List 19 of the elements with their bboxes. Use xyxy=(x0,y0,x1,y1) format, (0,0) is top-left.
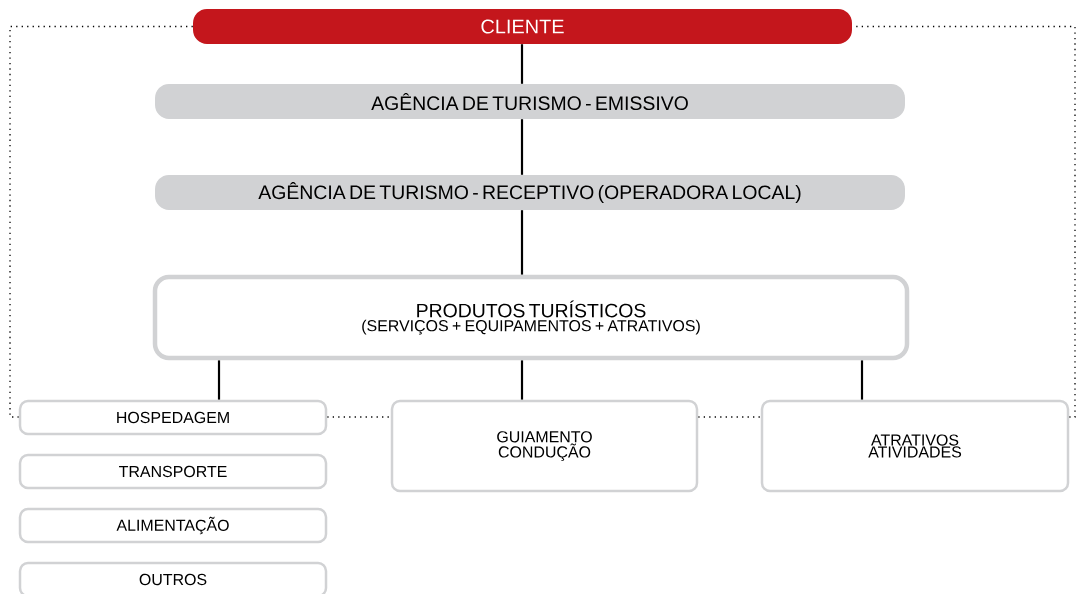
service-box: OUTROS xyxy=(18,561,328,594)
connector-line xyxy=(217,360,221,400)
service-box: TRANSPORTE xyxy=(18,453,328,490)
connector-line xyxy=(520,360,524,400)
agency-band: AGÊNCIA DE TURISMO - EMISSIVO xyxy=(155,84,905,119)
dotted-connector xyxy=(326,416,392,418)
connector-line xyxy=(520,44,524,84)
service-box: ATRATIVOS ATIVIDADES xyxy=(760,399,1070,493)
connector-line xyxy=(520,119,524,175)
connector-line xyxy=(520,210,524,275)
dotted-connector xyxy=(697,416,762,418)
products-box: PRODUTOS TURÍSTICOS (SERVIÇOS + EQUIPAMENTOS + ATRATIVOS) xyxy=(152,274,910,361)
service-box: GUIAMENTO CONDUÇÃO xyxy=(390,399,699,493)
dotted-connector xyxy=(9,25,194,418)
agency-band: AGÊNCIA DE TURISMO - RECEPTIVO (OPERADORA LOCAL) xyxy=(155,175,905,210)
connector-line xyxy=(860,360,864,400)
service-box: ALIMENTAÇÃO xyxy=(18,507,328,544)
service-box: HOSPEDAGEM xyxy=(18,399,328,436)
client-box: CLIENTE xyxy=(193,9,852,44)
